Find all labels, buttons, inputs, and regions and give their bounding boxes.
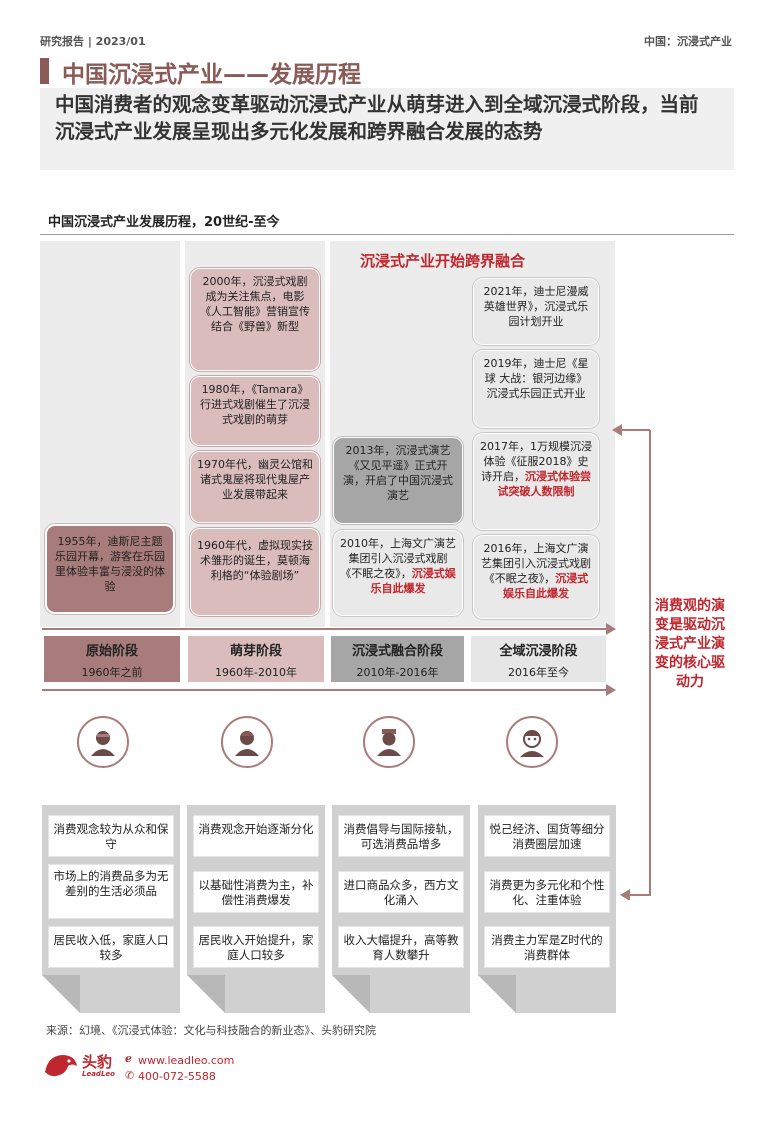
timeline-arrow-bottom-head (606, 684, 616, 696)
side-bracket (612, 424, 651, 900)
source-note: 来源：幻境、《沉浸式体验：文化与科技融合的新业态》、头豹研究院 (46, 1024, 376, 1037)
event-card-2021: 2021年，迪士尼漫威英雄世界》，沉浸式乐园计划开业 (473, 278, 599, 345)
event-text: 1960年代，虚拟现实技术雏形的诞生，莫顿海利格的“体验剧场” (197, 539, 313, 582)
panel-text: 消费更为多元化和个性化、注重体验 (489, 878, 605, 907)
timeline-arrow-bottom (42, 689, 608, 691)
chart-title: 中国沉浸式产业发展历程，20世纪-至今 (48, 215, 280, 230)
stage-name: 全域沉浸阶段 (499, 644, 578, 659)
panel-card: 收入大幅提升，高等教育人数攀升 (338, 926, 464, 968)
panel-card: 消费倡导与国际接轨，可选消费品增多 (338, 815, 464, 857)
panel-card: 消费观念开始逐渐分化 (193, 815, 319, 857)
elder-person-icon (77, 716, 129, 768)
panel-card: 消费更为多元化和个性化、注重体验 (484, 871, 610, 913)
panel-card: 消费主力军是Z时代的消费群体 (484, 926, 610, 968)
logo-wordmark: 头豹 (82, 1053, 113, 1071)
leadleo-logo-icon (45, 1055, 77, 1077)
event-text: 2019年，迪士尼《星球 大战：银河边缘》沉浸式乐园正式开业 (483, 357, 589, 400)
event-card-2016: 2016年，上海文广演艺集团引入沉浸式戏剧《不眠之夜》，沉浸式娱乐自此爆发 (473, 535, 599, 619)
stage-name: 原始阶段 (85, 644, 138, 659)
report-meta: 研究报告 | 2023/01 (40, 35, 146, 48)
event-card-2013: 2013年，沉浸式演艺《又见平遥》正式开演，开启了中国沉浸式演艺 (333, 437, 463, 524)
event-text: 2021年，迪士尼漫威英雄世界》，沉浸式乐园计划开业 (483, 285, 589, 328)
panel-text: 消费观念开始逐渐分化 (198, 822, 314, 836)
event-card-1955: 1955年，迪斯尼主题乐园开幕，游客在乐园里体验丰富与浸没的体验 (45, 524, 175, 614)
young-person-icon (363, 716, 415, 768)
panel-text: 悦己经济、国货等细分消费圈层加速 (489, 822, 605, 851)
timeline-arrow-top (42, 628, 608, 630)
stage-years: 1960年之前 (81, 666, 143, 679)
event-text: 1955年，迪斯尼主题乐园开幕，游客在乐园里体验丰富与浸没的体验 (55, 535, 165, 593)
gen-z-person-icon (506, 716, 558, 768)
event-card-1970: 1970年代，幽灵公馆和诸式鬼屋将现代鬼屋产业发展带起来 (190, 451, 320, 523)
phone-icon: ✆ (125, 1069, 135, 1082)
middle-age-person-icon (221, 716, 273, 768)
subtitle-box (40, 88, 734, 170)
panel-card: 以基础性消费为主，补偿性消费爆发 (193, 871, 319, 913)
panel-text: 市场上的消费品多为无差别的生活必须品 (53, 869, 169, 898)
event-text: 2000年，沉浸式戏剧 成为关注焦点，电影《人工智能》营销宣传结合《野兽》新型 (200, 275, 310, 333)
stage-sprout: 萌芽阶段 1960年-2010年 (188, 636, 324, 682)
cross-border-heading: 沉浸式产业开始跨界融合 (360, 252, 526, 270)
stage-fusion: 沉浸式融合阶段 2010年-2016年 (331, 636, 464, 682)
panel-text: 居民收入开始提升，家庭人口较多 (198, 933, 314, 962)
report-topic: 中国：沉浸式产业 (644, 35, 732, 48)
event-highlight: 沉浸式娱乐自此爆发 (503, 572, 589, 600)
panel-text: 进口商品众多，西方文化涌入 (343, 878, 459, 907)
event-text: 2016年，上海文广演艺集团引入沉浸式戏剧《不眠之夜》， (481, 542, 591, 585)
event-highlight: 沉浸式娱乐自此爆发 (370, 567, 456, 595)
panel-text: 消费观念较为从众和保守 (53, 822, 169, 851)
event-card-2017: 2017年，1万规模沉浸体验《征服2018》史诗开启，沉浸式体验尝试突破人数限制 (473, 433, 599, 530)
panel-card: 居民收入低，家庭人口较多 (48, 926, 174, 968)
event-text: 2013年，沉浸式演艺《又见平遥》正式开演，开启了中国沉浸式演艺 (343, 444, 453, 502)
stage-primitive: 原始阶段 1960年之前 (44, 636, 180, 682)
event-card-1980: 1980年，《Tamara》行进式戏剧催生了沉浸式戏剧的萌芽 (190, 376, 320, 446)
stage-name: 萌芽阶段 (229, 644, 282, 659)
event-card-2019: 2019年，迪士尼《星球 大战：银河边缘》沉浸式乐园正式开业 (473, 350, 599, 428)
page-title: 中国沉浸式产业——发展历程 (62, 62, 361, 88)
panel-card: 市场上的消费品多为无差别的生活必须品 (48, 864, 174, 919)
panel-card: 居民收入开始提升，家庭人口较多 (193, 926, 319, 968)
event-card-2010: 2010年，上海文广演艺集团引入沉浸式戏剧《不眠之夜》，沉浸式娱乐自此爆发 (333, 530, 463, 616)
panel-text: 收入大幅提升，高等教育人数攀升 (343, 933, 459, 962)
panel-text: 以基础性消费为主，补偿性消费爆发 (198, 878, 314, 907)
panel-card: 悦己经济、国货等细分消费圈层加速 (484, 815, 610, 857)
event-card-2000: 2000年，沉浸式戏剧 成为关注焦点，电影《人工智能》营销宣传结合《野兽》新型 (190, 268, 320, 371)
stage-years: 1960年-2010年 (215, 666, 297, 679)
panel-text: 消费主力军是Z时代的消费群体 (491, 933, 603, 962)
stage-global: 全域沉浸阶段 2016年至今 (471, 636, 606, 682)
stage-years: 2016年至今 (508, 666, 569, 679)
side-conclusion-text: 消费观的演变是驱动沉浸式产业演变的核心驱动力 (655, 598, 725, 690)
stage-years: 2010年-2016年 (356, 666, 439, 679)
panel-text: 居民收入低，家庭人口较多 (53, 933, 169, 962)
website-link[interactable]: www.leadleo.com (138, 1054, 235, 1067)
panel-text: 消费倡导与国际接轨，可选消费品增多 (343, 822, 459, 851)
page-subtitle: 中国消费者的观念变革驱动沉浸式产业从萌芽进入到全域沉浸式阶段，当前沉浸式产业发展… (55, 93, 699, 143)
event-text: 1970年代，幽灵公馆和诸式鬼屋将现代鬼屋产业发展带起来 (197, 458, 313, 501)
panel-card: 进口商品众多，西方文化涌入 (338, 871, 464, 913)
stage-name: 沉浸式融合阶段 (351, 644, 443, 659)
timeline-arrow-top-head (606, 623, 616, 635)
event-text: 2017年，1万规模沉浸体验《征服2018》史诗开启， (480, 440, 592, 483)
chart-title-divider (40, 234, 734, 235)
title-accent-bar (40, 58, 49, 84)
event-text: 1980年，《Tamara》行进式戏剧催生了沉浸式戏剧的萌芽 (200, 383, 310, 426)
event-highlight: 沉浸式体验尝试突破人数限制 (497, 470, 592, 498)
logo-subtitle: LeadLeo (82, 1070, 115, 1078)
globe-icon: ℯ (125, 1052, 132, 1065)
phone-number: 400-072-5588 (138, 1070, 216, 1083)
panel-card: 消费观念较为从众和保守 (48, 815, 174, 857)
event-text: 2010年，上海文广演艺集团引入沉浸式戏剧《不眠之夜》， (340, 537, 456, 580)
event-card-1960: 1960年代，虚拟现实技术雏形的诞生，莫顿海利格的“体验剧场” (190, 528, 320, 616)
